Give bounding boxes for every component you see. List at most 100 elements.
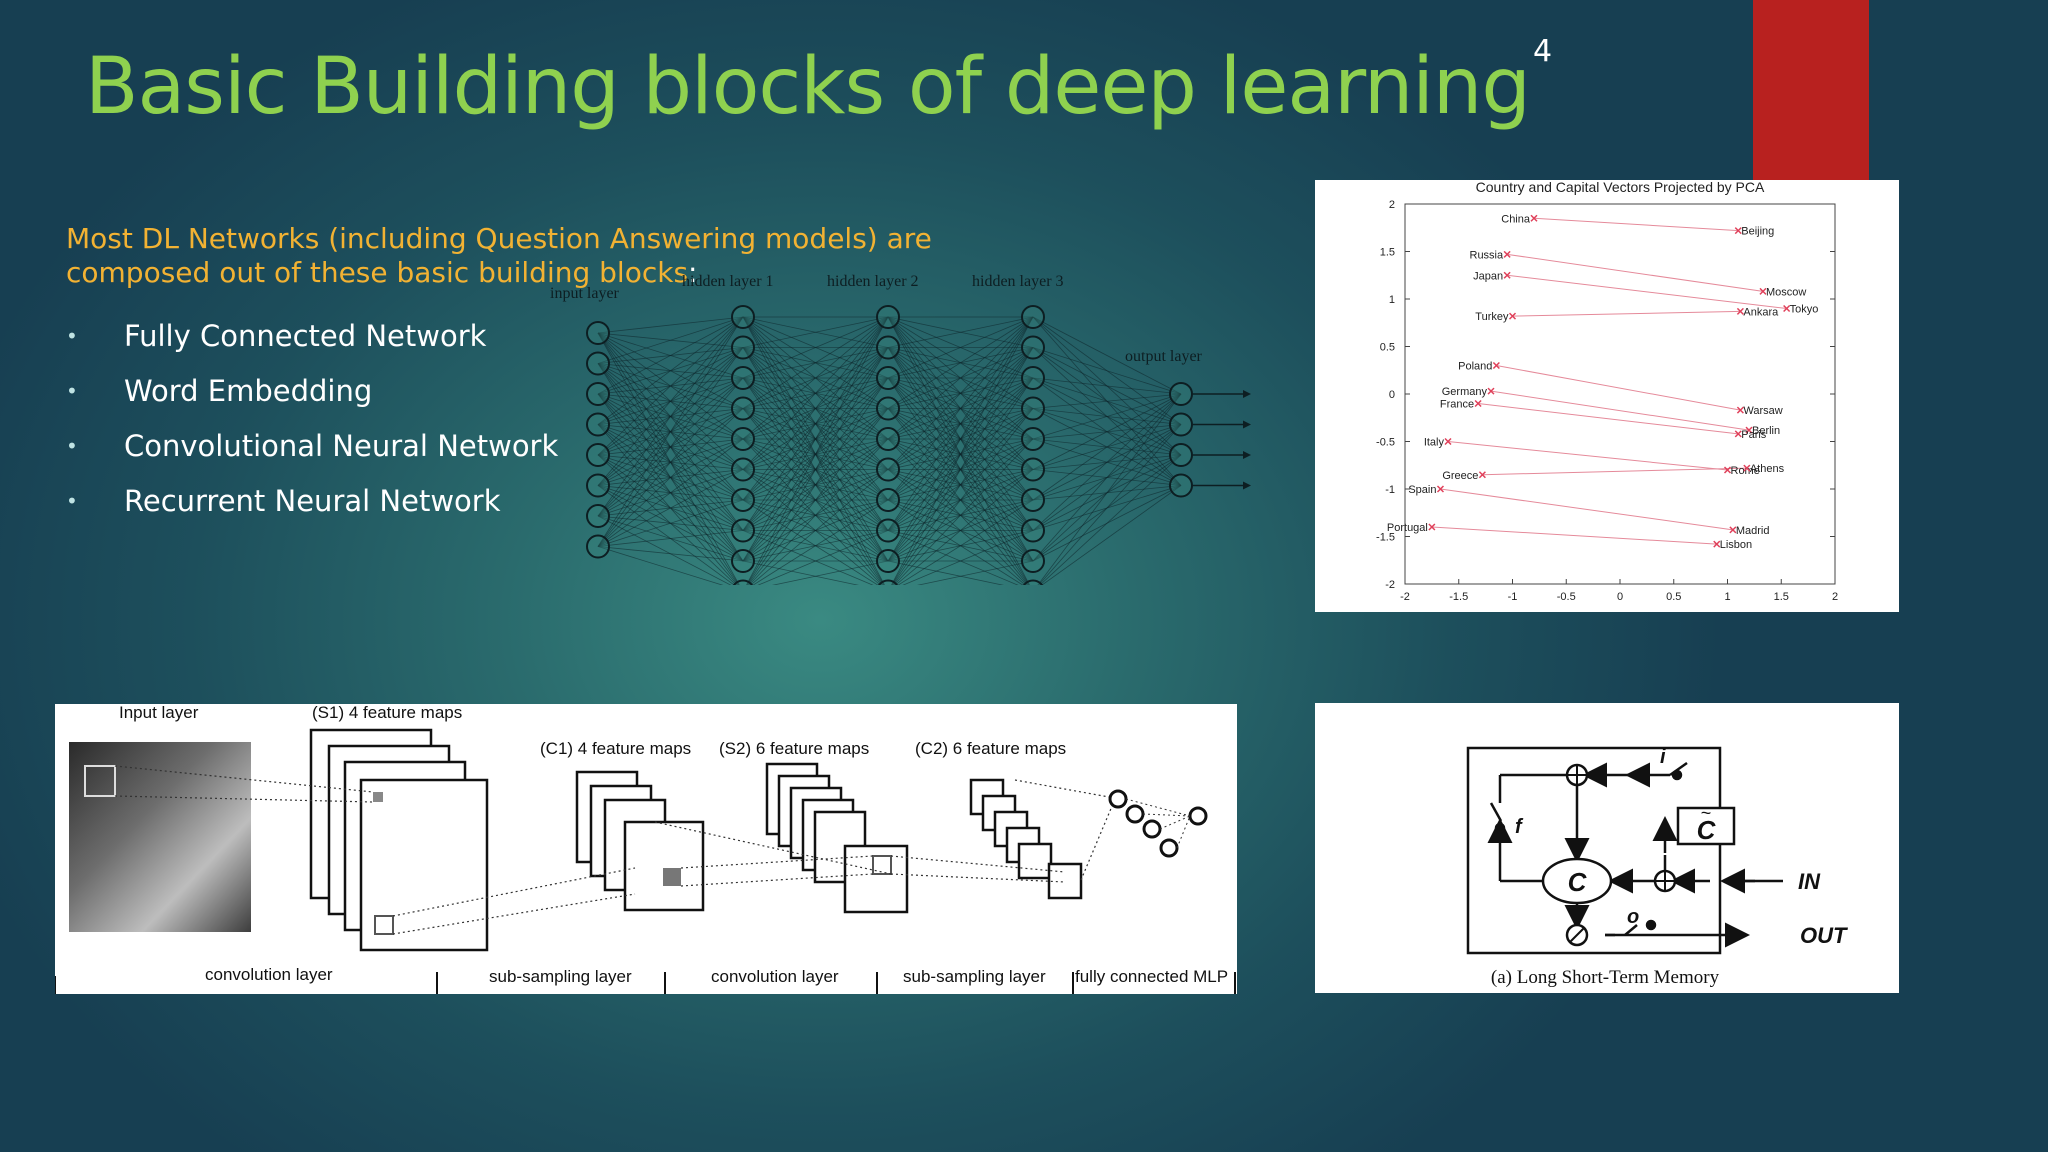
nn-output-arrowhead xyxy=(1243,481,1251,490)
pca-x-tick-label: 2 xyxy=(1832,591,1838,603)
cnn-s1-label: (S1) 4 feature maps xyxy=(312,704,462,722)
nn-edge xyxy=(771,560,889,585)
pca-points: ChinaBeijingRussiaMoscowJapanTokyoTurkey… xyxy=(1387,213,1818,551)
nn-node xyxy=(1021,518,1045,543)
nn-edge xyxy=(597,316,744,547)
nn-node xyxy=(731,366,755,390)
lstm-gate-f: f xyxy=(1515,816,1524,838)
lstm-gate-o: o xyxy=(1627,906,1639,928)
bullet-icon: • xyxy=(66,433,78,458)
pca-point xyxy=(1503,250,1511,258)
cnn-s1-stack xyxy=(309,728,489,952)
nn-node xyxy=(1021,427,1045,451)
nn-edge xyxy=(597,316,744,456)
bullet-item: •Fully Connected Network xyxy=(66,308,558,363)
cnn-input-label: Input layer xyxy=(119,704,199,722)
nn-hidden-label-3: hidden layer 3 xyxy=(972,273,1064,290)
pca-point xyxy=(1474,399,1482,408)
nn-edge xyxy=(887,316,1034,379)
nn-node xyxy=(731,457,755,482)
nn-edge xyxy=(1032,393,1182,440)
nn-node xyxy=(586,351,610,376)
pca-point-label: Ankara xyxy=(1743,306,1779,318)
nn-edge xyxy=(1032,393,1182,470)
page-number: 4 xyxy=(1533,34,1553,69)
nn-edge xyxy=(887,316,1034,348)
nn-node xyxy=(1169,412,1193,437)
nn-edge xyxy=(745,316,889,585)
nn-edge xyxy=(1032,393,1182,501)
pca-point-label: Spain xyxy=(1408,484,1436,496)
pca-point xyxy=(1736,307,1744,315)
pca-pair-line xyxy=(1496,365,1741,411)
nn-edge xyxy=(1032,316,1182,395)
nn-node xyxy=(586,412,610,437)
nn-edge xyxy=(742,347,885,585)
nn-edge xyxy=(742,316,889,470)
nn-output-arrowhead xyxy=(1243,420,1251,429)
nn-edge xyxy=(895,469,1034,585)
nn-edge xyxy=(597,316,744,486)
nn-edge xyxy=(1032,377,1182,395)
pca-point-label: Warsaw xyxy=(1743,405,1782,417)
pca-y-tick-label: 1.5 xyxy=(1380,247,1395,259)
nn-node xyxy=(1169,443,1193,467)
nn-node xyxy=(731,488,755,512)
pca-point xyxy=(1759,287,1767,295)
pca-x-tick-label: 1 xyxy=(1724,591,1730,603)
nn-node xyxy=(1021,396,1045,421)
pca-point xyxy=(1734,430,1742,438)
nn-edge xyxy=(887,316,1034,440)
nn-edge xyxy=(887,316,1034,531)
nn-node xyxy=(876,457,900,482)
pca-point-label: Italy xyxy=(1424,437,1445,449)
pca-x-tick-label: -0.5 xyxy=(1557,591,1576,603)
bullet-text: Fully Connected Network xyxy=(124,318,487,353)
pca-x-tick-label: -2 xyxy=(1400,591,1410,603)
nn-edge xyxy=(887,408,1029,585)
nn-edge xyxy=(597,377,744,547)
cnn-c1-stack xyxy=(575,770,705,912)
nn-node xyxy=(1021,549,1045,573)
cnn-mlp-nodes xyxy=(1108,789,1208,858)
nn-edge xyxy=(891,377,1034,585)
nn-node xyxy=(877,579,899,585)
pca-y-tick-label: -1.5 xyxy=(1376,532,1395,544)
nn-node xyxy=(731,335,755,360)
nn-edge xyxy=(742,316,889,440)
pca-point-label: Greece xyxy=(1442,470,1478,482)
pca-y-tick-label: -2 xyxy=(1385,579,1395,591)
cnn-c1-patch xyxy=(663,868,681,886)
nn-edge xyxy=(742,408,884,585)
nn-edge xyxy=(750,469,889,585)
nn-node xyxy=(586,443,610,467)
nn-node xyxy=(586,382,610,406)
cnn-s2-stack xyxy=(765,762,909,914)
nn-edge xyxy=(742,316,889,531)
nn-edge xyxy=(1037,393,1182,585)
pca-pair-line xyxy=(1447,441,1728,471)
nn-edge xyxy=(1032,393,1182,562)
pca-x-tick-label: 0.5 xyxy=(1666,591,1681,603)
pca-point-label: Rome xyxy=(1731,465,1760,477)
nn-node xyxy=(1021,457,1045,482)
nn-node xyxy=(1022,579,1044,585)
nn-edge xyxy=(916,560,1034,585)
cnn-mlp-edges xyxy=(1125,798,1191,849)
nn-node xyxy=(586,504,610,528)
cnn-input-image xyxy=(69,742,251,932)
nn-node xyxy=(876,549,900,573)
nn-edge xyxy=(1038,424,1182,585)
nn-edge xyxy=(887,316,1034,562)
pca-point xyxy=(1729,526,1737,534)
nn-edge xyxy=(1032,393,1182,531)
pca-point-label: Japan xyxy=(1473,270,1503,282)
pca-pair-line xyxy=(1490,390,1750,431)
nn-edge xyxy=(897,499,1034,585)
pca-y-tick-label: -1 xyxy=(1385,484,1395,496)
nn-node xyxy=(1021,335,1045,360)
cnn-c2-label: (C2) 6 feature maps xyxy=(915,739,1066,758)
nn-edge xyxy=(597,316,744,425)
pca-point xyxy=(1745,426,1753,434)
